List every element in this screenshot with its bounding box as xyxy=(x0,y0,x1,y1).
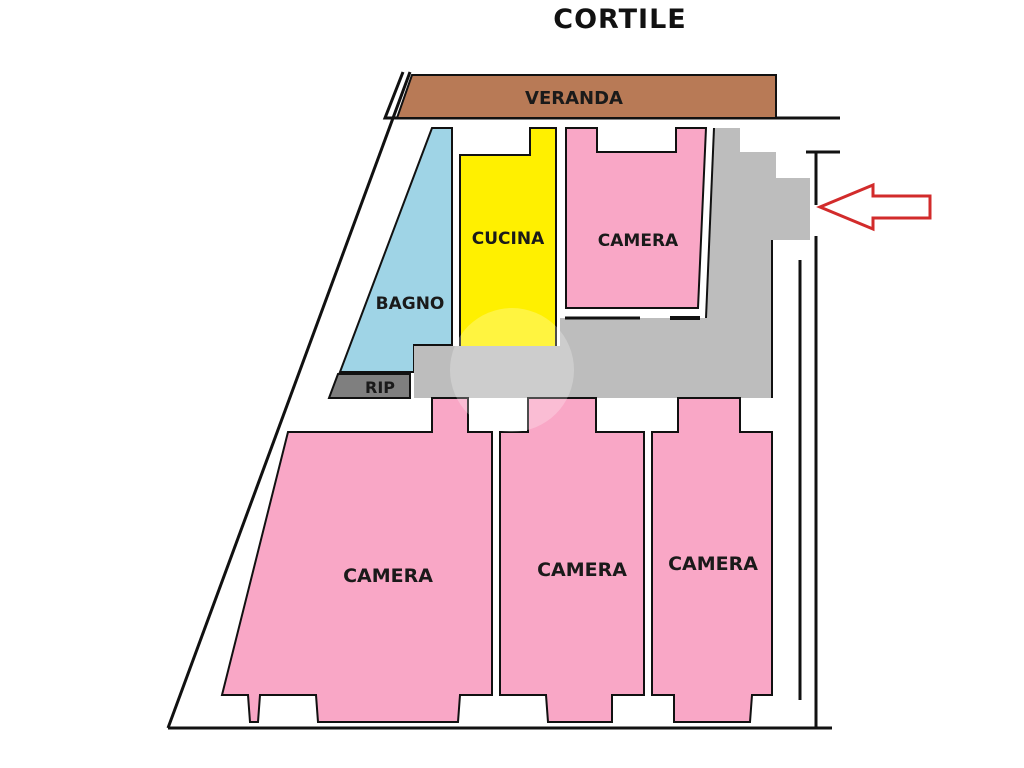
room-label-cucina: CUCINA xyxy=(472,229,545,249)
courtyard-title: CORTILE xyxy=(553,4,687,35)
room-label-veranda: VERANDA xyxy=(525,88,623,109)
room-rip: RIP xyxy=(327,373,411,399)
room-label-bagno: BAGNO xyxy=(376,294,445,314)
outer-walls xyxy=(166,71,840,730)
room-camera-bottom-left: CAMERA xyxy=(220,397,493,723)
room-bagno: BAGNO xyxy=(338,127,453,373)
arrow-left-icon xyxy=(816,182,932,232)
room-camera-bottom-middle: CAMERA xyxy=(499,397,645,723)
room-label-rip: RIP xyxy=(365,378,395,397)
room-veranda: VERANDA xyxy=(395,74,777,119)
room-corridor xyxy=(414,127,810,398)
room-camera-top: CAMERA xyxy=(565,127,708,309)
room-cucina: CUCINA xyxy=(459,127,557,349)
room-label-camera-bottom-left: CAMERA xyxy=(343,565,433,587)
room-label-camera-bottom-middle: CAMERA xyxy=(537,559,627,581)
watermark xyxy=(450,308,574,432)
room-label-camera-bottom-right: CAMERA xyxy=(668,553,758,575)
room-label-camera-top: CAMERA xyxy=(598,231,679,251)
room-camera-bottom-right: CAMERA xyxy=(651,397,773,723)
